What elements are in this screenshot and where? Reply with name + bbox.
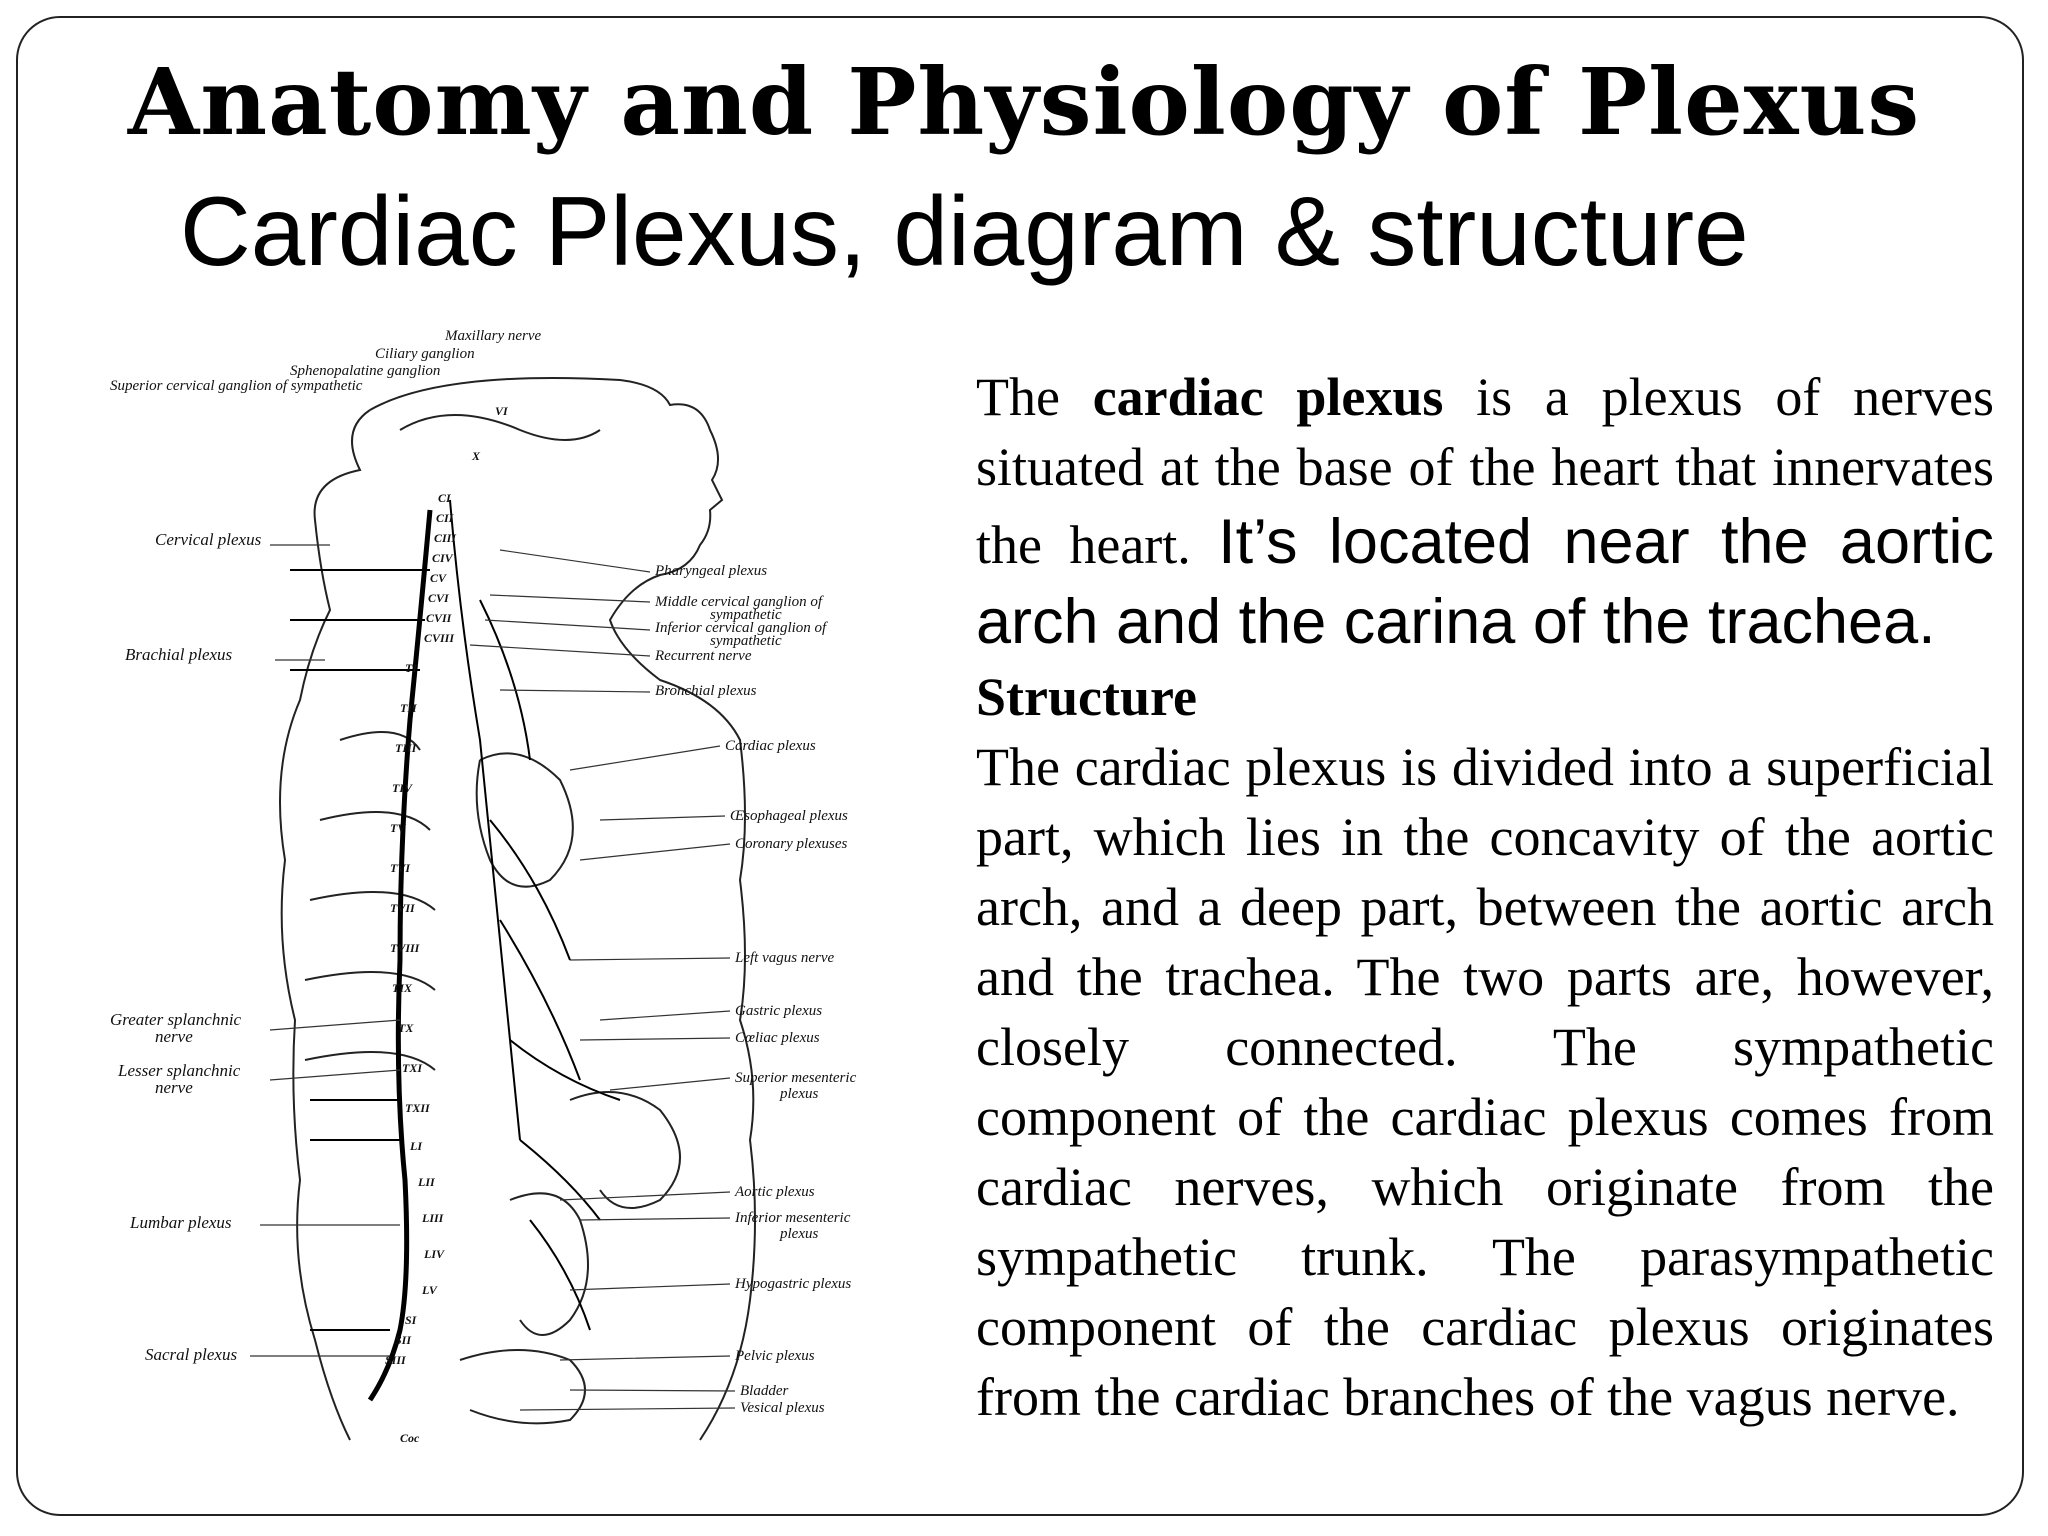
mark-cv: CV [430, 571, 447, 585]
label-sacral-plexus: Sacral plexus [145, 1345, 237, 1364]
label-inferior-cervical-sympathetic: sympathetic [710, 633, 782, 649]
label-coeliac-plexus: Cœliac plexus [735, 1030, 820, 1046]
nervous-system-illustration: Maxillary nerve Ciliary ganglion Sphenop… [110, 328, 857, 1445]
spinal-cord [367, 509, 433, 1402]
mark-txi: TXI [402, 1061, 423, 1075]
label-inferior-mesenteric: Inferior mesenteric [734, 1210, 851, 1226]
mark-tv: TV [390, 821, 406, 835]
label-coronary-plexuses: Coronary plexuses [735, 836, 848, 852]
label-middle-cervical-ganglion: Middle cervical ganglion of [654, 594, 824, 610]
label-left-vagus-nerve: Left vagus nerve [734, 950, 834, 966]
label-superior-mesenteric-plexus: plexus [779, 1086, 818, 1102]
mark-tvii: TVII [390, 901, 416, 915]
mark-tix: TIX [392, 981, 413, 995]
intro-paragraph: The cardiac plexus is a plexus of nerves… [976, 367, 1994, 657]
description-text: The cardiac plexus is a plexus of nerves… [976, 362, 1994, 1532]
label-cervical-plexus: Cervical plexus [155, 530, 262, 549]
mark-civ: CIV [432, 551, 454, 565]
label-superior-cervical-ganglion: Superior cervical ganglion of sympatheti… [110, 378, 363, 394]
mark-lii: LII [417, 1175, 436, 1189]
label-inferior-mesenteric-plexus: plexus [779, 1226, 818, 1242]
mark-cii: CII [436, 511, 455, 525]
label-oesophageal-plexus: Œsophageal plexus [730, 808, 848, 824]
vertebra-marks: VI X CI CII CIII CIV CV CVI CVII CVIII T… [385, 404, 509, 1445]
term-cardiac-plexus: cardiac plexus [1092, 367, 1444, 427]
mark-si: SI [405, 1313, 418, 1327]
label-lesser-splanchnic-nerve: nerve [155, 1078, 193, 1097]
mark-tiii: TIII [395, 741, 418, 755]
label-ciliary-ganglion: Ciliary ganglion [375, 346, 475, 362]
label-inferior-cervical-ganglion: Inferior cervical ganglion of [654, 620, 828, 636]
label-greater-splanchnic: Greater splanchnic [110, 1010, 242, 1029]
label-bladder: Bladder [740, 1383, 788, 1399]
body-outline [279, 377, 756, 1441]
label-lumbar-plexus: Lumbar plexus [129, 1213, 232, 1232]
label-aortic-plexus: Aortic plexus [734, 1184, 815, 1200]
label-bronchial-plexus: Bronchial plexus [655, 683, 757, 699]
slide-frame [16, 16, 2024, 1516]
mark-vi: VI [495, 404, 509, 418]
mark-lv: LV [421, 1283, 438, 1297]
label-recurrent-nerve: Recurrent nerve [654, 648, 752, 664]
nerve-branches [290, 499, 621, 1331]
right-labels: Pharyngeal plexus Middle cervical gangli… [654, 563, 857, 1416]
label-middle-cervical-sympathetic: sympathetic [710, 607, 782, 623]
label-maxillary-nerve: Maxillary nerve [444, 328, 542, 344]
mark-li: LI [409, 1139, 423, 1153]
label-vesical-plexus: Vesical plexus [740, 1400, 825, 1416]
mark-liv: LIV [423, 1247, 445, 1261]
label-superior-mesenteric: Superior mesenteric [735, 1070, 857, 1086]
mark-siii: SIII [385, 1353, 407, 1367]
mark-x: X [471, 449, 481, 463]
mark-ciii: CIII [434, 531, 457, 545]
plexus-diagram: Maxillary nerve Ciliary ganglion Sphenop… [100, 320, 920, 1470]
label-pelvic-plexus: Pelvic plexus [734, 1348, 815, 1364]
mark-txii: TXII [405, 1101, 431, 1115]
label-hypogastric-plexus: Hypogastric plexus [734, 1276, 851, 1292]
label-cardiac-plexus: Cardiac plexus [725, 738, 816, 754]
mark-tiv: TIV [392, 781, 413, 795]
mark-tvi: TVI [390, 861, 411, 875]
label-gastric-plexus: Gastric plexus [735, 1003, 822, 1019]
slide-subtitle: Cardiac Plexus, diagram & structure [180, 176, 1749, 286]
mark-sii: SII [395, 1333, 412, 1347]
structure-heading: Structure [976, 667, 1197, 727]
mark-ti: TI [405, 661, 418, 675]
slide-title: Anatomy and Physiology of Plexus [127, 48, 1921, 156]
label-sphenopalatine-ganglion: Sphenopalatine ganglion [290, 363, 440, 379]
leader-lines [250, 544, 736, 1411]
label-greater-splanchnic-nerve: nerve [155, 1027, 193, 1046]
mark-tviii: TVIII [390, 941, 421, 955]
location-sentence: It’s located near the aortic arch and th… [976, 507, 1994, 657]
mark-cvii: CVII [426, 611, 453, 625]
left-labels: Cervical plexus Brachial plexus Greater … [110, 530, 262, 1364]
structure-paragraph: The cardiac plexus is divided into a sup… [976, 737, 1994, 1427]
mark-liii: LIII [421, 1211, 445, 1225]
mark-tx: TX [398, 1021, 414, 1035]
mark-coc: Coc [400, 1431, 420, 1445]
mark-cvi: CVI [428, 591, 450, 605]
label-pharyngeal-plexus: Pharyngeal plexus [654, 563, 767, 579]
label-lesser-splanchnic: Lesser splanchnic [117, 1061, 241, 1080]
top-labels: Maxillary nerve Ciliary ganglion Sphenop… [110, 328, 542, 394]
mark-cviii: CVIII [424, 631, 455, 645]
mark-tii: TII [400, 701, 418, 715]
label-brachial-plexus: Brachial plexus [125, 645, 233, 664]
mark-ci: CI [438, 491, 452, 505]
